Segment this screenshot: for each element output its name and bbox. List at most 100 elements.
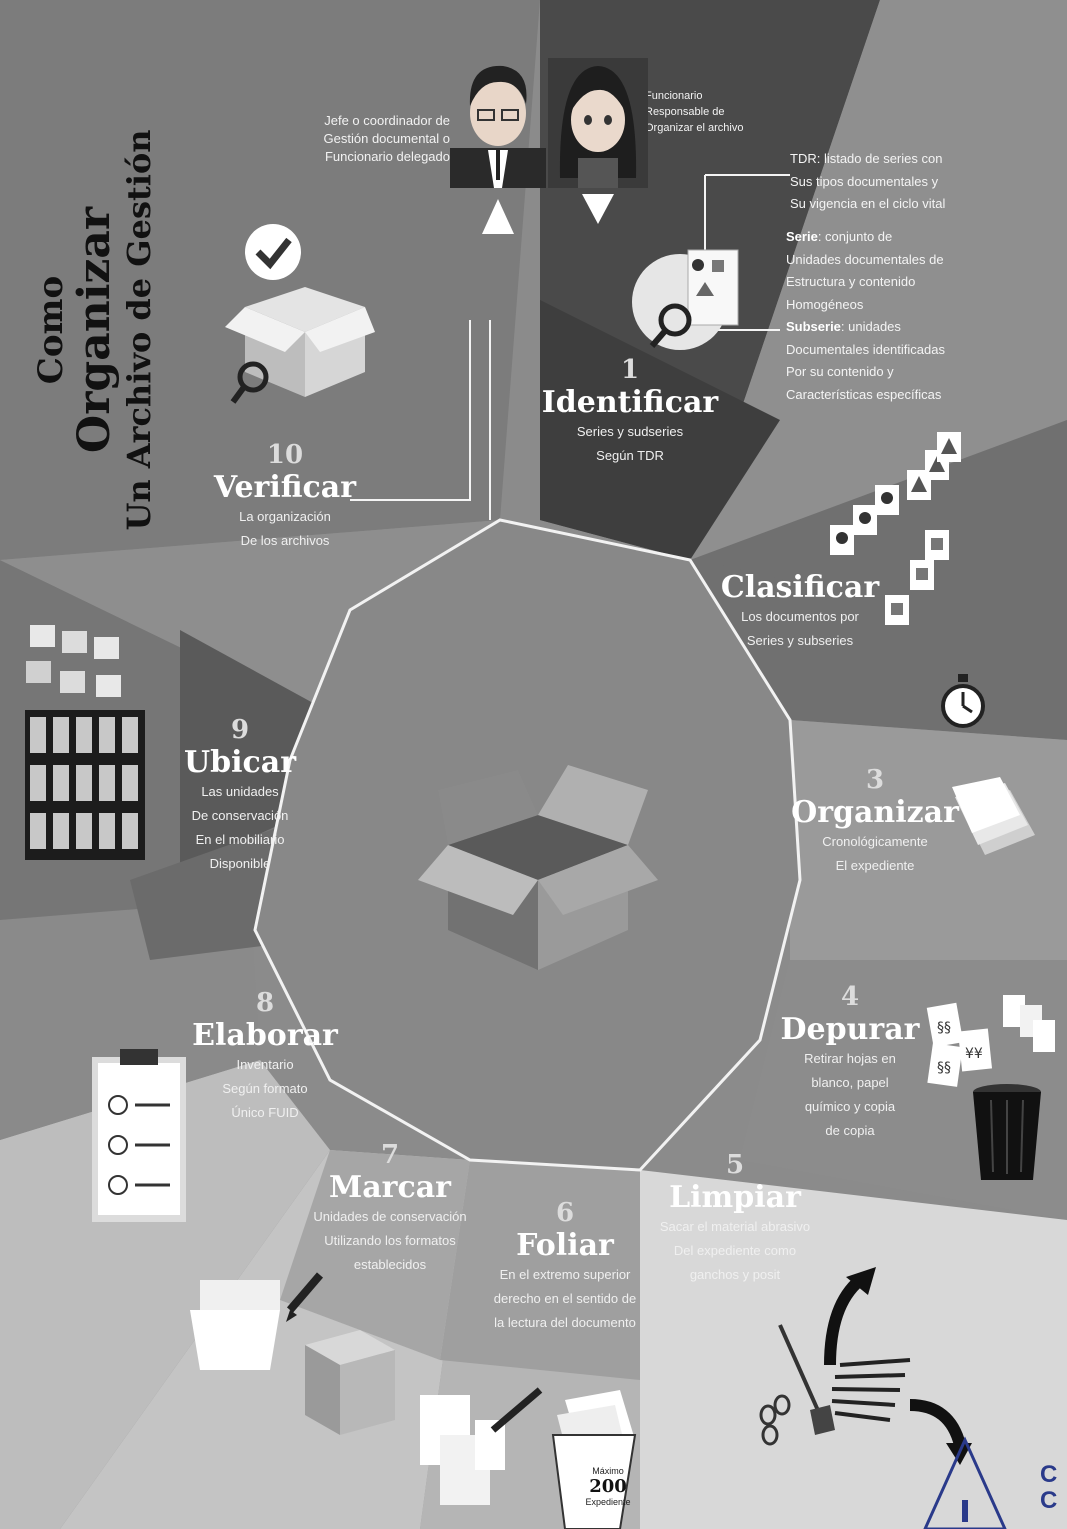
step-desc: Retirar hojas en	[804, 1051, 896, 1066]
step-desc: Del expediente como	[673, 1243, 797, 1258]
step-desc: Series y sudseries	[576, 424, 684, 439]
step-title: Clasificar	[720, 570, 880, 605]
pencil-icon	[286, 1272, 324, 1313]
svg-text:§§: §§	[937, 1060, 951, 1076]
serie-term: Serie	[786, 229, 818, 244]
title-line-2: Organizar	[69, 206, 120, 454]
step-desc: derecho en el sentido de	[493, 1291, 637, 1306]
step-title: Ubicar	[183, 745, 297, 780]
step-desc: El expediente	[835, 858, 915, 873]
serie-line: Unidades documentales de	[786, 251, 944, 267]
tdr-definition: TDR: listado de series con Sus tipos doc…	[790, 148, 1060, 216]
man-avatar-icon	[450, 65, 546, 234]
logo-corner-icon	[923, 1436, 1007, 1529]
step-desc: Inventario	[236, 1057, 294, 1072]
tdr-line: Su vigencia en el ciclo vital	[790, 196, 946, 211]
step-number: 1	[620, 355, 640, 385]
serie-line: Estructura y contenido	[786, 274, 916, 289]
verify-box-icon	[225, 224, 375, 404]
file-shelves-icon	[25, 625, 145, 860]
step-number: 5	[725, 1150, 745, 1180]
step-desc: En el extremo superior	[499, 1267, 631, 1282]
folder-capacity-label: Máximo	[592, 1466, 624, 1476]
tdr-line: TDR: listado de series con	[790, 151, 943, 166]
step-title: Identificar	[541, 385, 719, 420]
serie-line: Homogéneos	[786, 296, 864, 312]
stopwatch-icon	[941, 674, 985, 728]
step-desc: de copia	[825, 1123, 875, 1138]
step-desc: Cronológicamente	[822, 834, 928, 849]
step-desc: Sacar el material abrasivo	[659, 1219, 811, 1234]
paper-stack-icon	[952, 777, 1035, 855]
foliar-elements	[420, 1387, 637, 1529]
role-funcionario-line: Funcionario	[645, 90, 703, 102]
role-jefe-line: Gestión documental o	[323, 131, 450, 146]
serie-line: : conjunto de	[817, 229, 893, 244]
broom-icon	[759, 1267, 972, 1465]
step-title: Limpiar	[669, 1180, 801, 1215]
folder-capacity-value: 200	[589, 1476, 627, 1497]
step-desc: Según formato	[222, 1081, 308, 1096]
step-desc: Único FUID	[231, 1105, 299, 1120]
title-line-1: Como	[31, 275, 71, 385]
step-title: Organizar	[791, 795, 959, 830]
step-number: 10	[266, 440, 304, 470]
svg-text:§§: §§	[937, 1020, 951, 1036]
step-desc: La organización	[239, 509, 331, 524]
corner-text: C C	[1040, 1462, 1057, 1514]
step-desc: Disponible	[209, 856, 271, 871]
step-foliar: 6 Foliar En el extremo superior derecho e…	[455, 1198, 675, 1335]
role-jefe-line: Funcionario delegado	[324, 149, 450, 164]
step-number: 8	[255, 988, 275, 1018]
step-desc: químico y copia	[804, 1099, 896, 1114]
step-desc: establecidos	[353, 1257, 427, 1272]
step-desc: Series y subseries	[746, 633, 854, 648]
step-desc: Las unidades	[201, 784, 279, 799]
step-title: Marcar	[329, 1170, 451, 1205]
folder-icon	[190, 1272, 395, 1435]
clipboard-icon	[92, 1049, 186, 1222]
step-organizar: 3 Organizar Cronológicamente El expedient…	[775, 765, 975, 878]
role-jefe: Jefe o coordinador de Gestión documental…	[300, 112, 450, 166]
open-box-icon	[418, 765, 658, 970]
folder-capacity-sub: Expediente	[585, 1497, 631, 1507]
step-desc: Según TDR	[596, 448, 664, 463]
step-number: 3	[865, 765, 885, 795]
woman-avatar-icon	[548, 58, 648, 224]
subserie-line: Características específicas	[786, 386, 942, 402]
step-title: Foliar	[516, 1228, 614, 1263]
trash-bin-icon: §§ ¥¥ §§	[926, 995, 1055, 1180]
step-desc: En el mobiliario	[195, 832, 285, 847]
serie-definition: Serie: conjunto de Unidades documentales…	[786, 226, 1056, 406]
subserie-line: Documentales identificadas	[786, 341, 945, 357]
step-desc: De los archivos	[240, 533, 330, 548]
role-funcionario-line: Responsable de	[645, 106, 725, 118]
svg-text:¥¥: ¥¥	[965, 1046, 983, 1062]
step-title: Depurar	[780, 1012, 920, 1047]
role-funcionario: Funcionario Responsable de Organizar el …	[645, 88, 785, 136]
subserie-term: Subserie	[786, 319, 841, 334]
step-depurar: 4 Depurar Retirar hojas en blanco, papel q…	[750, 982, 950, 1143]
step-desc: blanco, papel	[811, 1075, 889, 1090]
title-block: Como Organizar Un Archivo de Gestión	[20, 10, 170, 650]
avatars	[450, 58, 648, 234]
corner-line: C	[1040, 1461, 1058, 1488]
step-desc: Utilizando los formatos	[324, 1233, 456, 1248]
corner-line: C	[1040, 1487, 1058, 1514]
step-desc: Unidades de conservación	[313, 1209, 467, 1224]
step-number: 7	[380, 1140, 400, 1170]
step-desc: la lectura del documento	[494, 1315, 636, 1330]
step-number: 9	[230, 715, 250, 745]
role-jefe-line: Jefe o coordinador de	[324, 113, 450, 128]
step-number: 6	[555, 1198, 575, 1228]
subserie-line: : unidades	[840, 319, 901, 334]
documents-icon	[830, 432, 961, 625]
checkmark-icon	[245, 224, 301, 280]
step-number: 4	[840, 982, 860, 1012]
